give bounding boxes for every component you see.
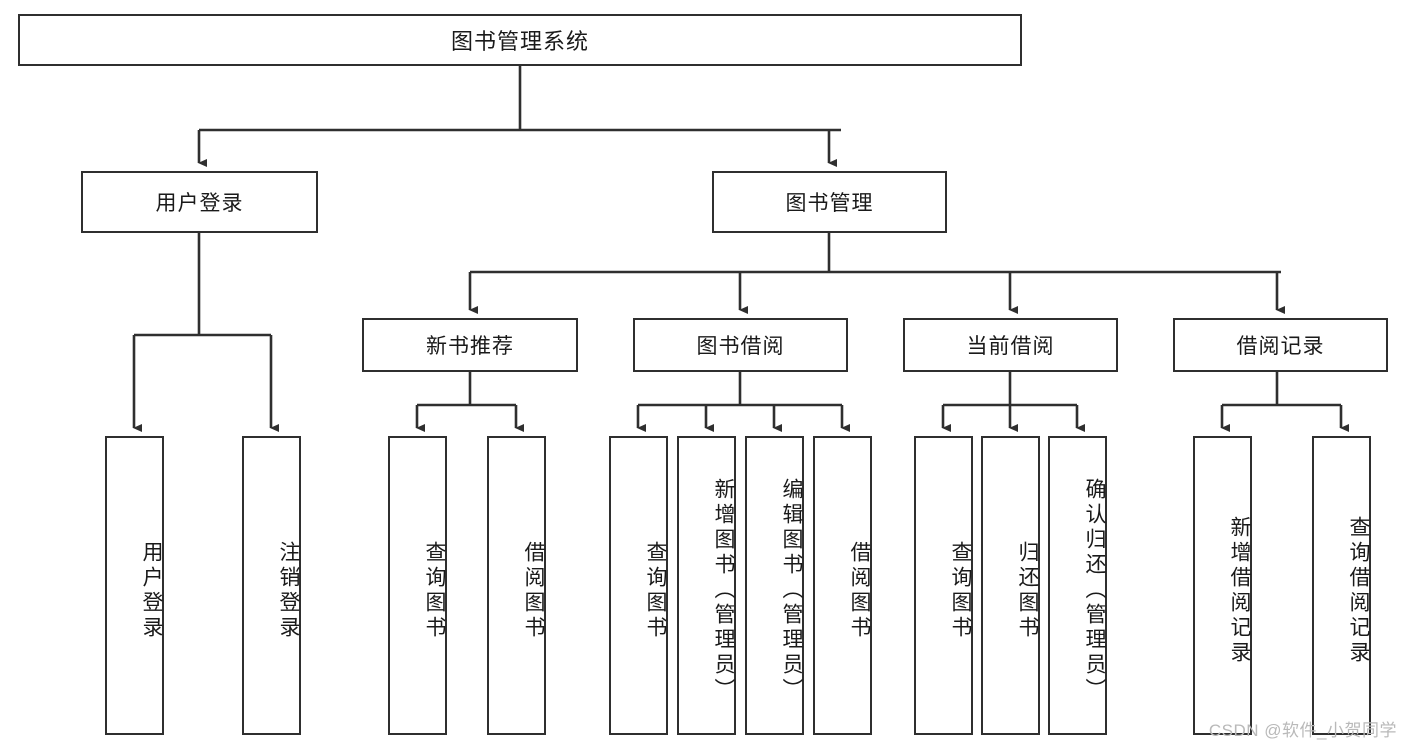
leaf-user-login-login[interactable]: 用户登录 <box>105 436 164 735</box>
leaf-current-borrow-return[interactable]: 归还图书 <box>981 436 1040 735</box>
leaf-label: 借阅图书 <box>848 540 871 641</box>
node-user-login[interactable]: 用户登录 <box>81 171 318 233</box>
leaf-label: 归还图书 <box>1016 540 1039 641</box>
node-borrow-record[interactable]: 借阅记录 <box>1173 318 1388 372</box>
node-root-system[interactable]: 图书管理系统 <box>18 14 1022 66</box>
leaf-borrow-record-query[interactable]: 查询借阅记录 <box>1312 436 1371 735</box>
leaf-label: 查询借阅记录 <box>1347 515 1370 666</box>
leaf-label: 新增借阅记录 <box>1228 515 1251 666</box>
leaf-new-book-borrow[interactable]: 借阅图书 <box>487 436 546 735</box>
leaf-current-borrow-confirm-return[interactable]: 确认归还（管理员） <box>1048 436 1107 735</box>
node-book-management[interactable]: 图书管理 <box>712 171 947 233</box>
leaf-label: 注销登录 <box>277 540 300 641</box>
leaf-user-login-logout[interactable]: 注销登录 <box>242 436 301 735</box>
leaf-label: 查询图书 <box>949 540 972 641</box>
leaf-label: 编辑图书（管理员） <box>780 478 803 703</box>
node-book-borrow[interactable]: 图书借阅 <box>633 318 848 372</box>
leaf-label: 查询图书 <box>644 540 667 641</box>
leaf-book-borrow-add[interactable]: 新增图书（管理员） <box>677 436 736 735</box>
leaf-new-book-query[interactable]: 查询图书 <box>388 436 447 735</box>
leaf-book-borrow-edit[interactable]: 编辑图书（管理员） <box>745 436 804 735</box>
leaf-label: 确认归还（管理员） <box>1083 478 1106 703</box>
leaf-book-borrow-lend[interactable]: 借阅图书 <box>813 436 872 735</box>
leaf-label: 借阅图书 <box>522 540 545 641</box>
leaf-label: 新增图书（管理员） <box>712 478 735 703</box>
leaf-label: 用户登录 <box>140 540 163 641</box>
node-current-borrow[interactable]: 当前借阅 <box>903 318 1118 372</box>
leaf-label: 查询图书 <box>423 540 446 641</box>
leaf-current-borrow-query[interactable]: 查询图书 <box>914 436 973 735</box>
leaf-borrow-record-add[interactable]: 新增借阅记录 <box>1193 436 1252 735</box>
watermark-text: CSDN @软件_小贺同学 <box>1208 721 1397 740</box>
node-new-book-recommend[interactable]: 新书推荐 <box>362 318 578 372</box>
leaf-book-borrow-query[interactable]: 查询图书 <box>609 436 668 735</box>
